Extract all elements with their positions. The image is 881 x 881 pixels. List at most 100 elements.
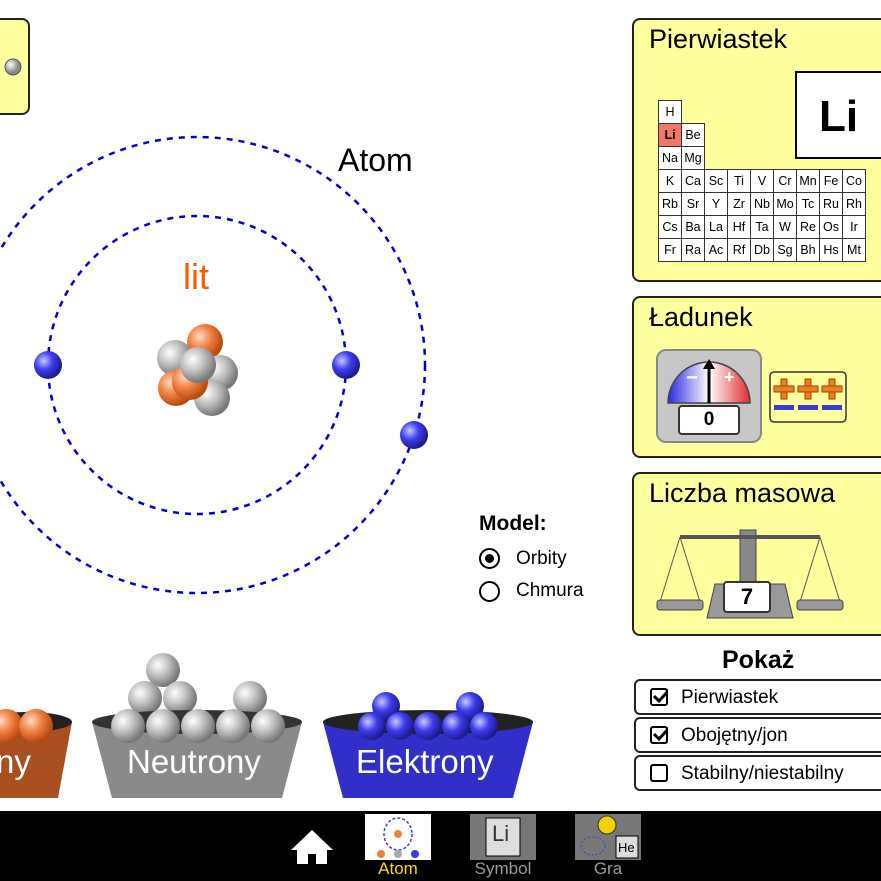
element-cell-sc[interactable]: Sc xyxy=(704,169,728,193)
charge-gauge-icon xyxy=(667,359,751,404)
element-cell-re[interactable]: Re xyxy=(796,215,820,239)
proton-bucket[interactable] xyxy=(0,709,72,798)
element-cell-fe[interactable]: Fe xyxy=(819,169,843,193)
element-cell-mg[interactable]: Mg xyxy=(681,146,705,170)
show-element-checkbox[interactable]: Pierwiastek xyxy=(634,679,881,715)
empty-cell xyxy=(774,147,797,170)
show-stability-checkbox[interactable]: Stabilny/niestabilny xyxy=(634,755,881,791)
charge-value: 0 xyxy=(678,405,740,435)
element-cell-la[interactable]: La xyxy=(704,215,728,239)
charge-meter: − + 0 xyxy=(656,349,762,443)
element-cell-os[interactable]: Os xyxy=(819,215,843,239)
neutron[interactable] xyxy=(180,347,216,383)
checkbox-label[interactable]: Pierwiastek xyxy=(681,687,779,708)
electron[interactable] xyxy=(332,351,360,379)
electron[interactable] xyxy=(34,351,62,379)
element-cell-be[interactable]: Be xyxy=(681,123,705,147)
element-cell-ta[interactable]: Ta xyxy=(750,215,774,239)
element-cell-y[interactable]: Y xyxy=(704,192,728,216)
element-cell-zr[interactable]: Zr xyxy=(727,192,751,216)
element-cell-mt[interactable]: Mt xyxy=(842,238,866,262)
checkbox[interactable] xyxy=(650,726,668,744)
element-cell-co[interactable]: Co xyxy=(842,169,866,193)
checkbox-label[interactable]: Stabilny/niestabilny xyxy=(681,763,844,784)
tab-symbol[interactable]: Li Symbol xyxy=(470,811,536,881)
home-icon[interactable] xyxy=(289,828,335,866)
charge-panel-title: Ładunek xyxy=(649,302,753,332)
show-charge-checkbox[interactable]: Obojętny/jon xyxy=(634,717,881,753)
element-cell-k[interactable]: K xyxy=(658,169,682,193)
element-cell-mn[interactable]: Mn xyxy=(796,169,820,193)
element-cell-sr[interactable]: Sr xyxy=(681,192,705,216)
symbol-tab-icon-text: Li xyxy=(492,821,510,846)
proton-bucket-label: ny xyxy=(0,743,31,780)
tab-symbol-label[interactable]: Symbol xyxy=(474,859,532,878)
empty-cell xyxy=(705,124,728,147)
element-cell-w[interactable]: W xyxy=(773,215,797,239)
radio-orbits-label[interactable]: Orbity xyxy=(516,548,567,569)
show-panel-title: Pokaż xyxy=(722,646,795,674)
element-cell-bh[interactable]: Bh xyxy=(796,238,820,262)
radio-orbits[interactable] xyxy=(479,548,500,569)
nucleus[interactable] xyxy=(157,324,238,416)
buckets[interactable] xyxy=(0,650,560,810)
tab-atom[interactable]: Atom xyxy=(365,811,431,881)
tab-game[interactable]: He Gra xyxy=(575,811,641,881)
element-cell-db[interactable]: Db xyxy=(750,238,774,262)
element-cell-li[interactable]: Li xyxy=(658,123,682,147)
element-cell-rf[interactable]: Rf xyxy=(727,238,751,262)
electron-bucket-label: Elektrony xyxy=(356,743,494,780)
element-cell-ra[interactable]: Ra xyxy=(681,238,705,262)
element-cell-mo[interactable]: Mo xyxy=(773,192,797,216)
element-cell-fr[interactable]: Fr xyxy=(658,238,682,262)
element-cell-nb[interactable]: Nb xyxy=(750,192,774,216)
element-cell-cs[interactable]: Cs xyxy=(658,215,682,239)
element-cell-rb[interactable]: Rb xyxy=(658,192,682,216)
element-cell-ca[interactable]: Ca xyxy=(681,169,705,193)
element-cell-na[interactable]: Na xyxy=(658,146,682,170)
element-cell-cr[interactable]: Cr xyxy=(773,169,797,193)
neutron-bucket[interactable] xyxy=(92,653,302,798)
element-cell-ba[interactable]: Ba xyxy=(681,215,705,239)
element-cell-sg[interactable]: Sg xyxy=(773,238,797,262)
element-cell-ti[interactable]: Ti xyxy=(727,169,751,193)
element-cell-ir[interactable]: Ir xyxy=(842,215,866,239)
element-cell-ru[interactable]: Ru xyxy=(819,192,843,216)
neutron-icon xyxy=(4,58,22,76)
game-tab-icon-text: He xyxy=(618,840,635,855)
atom-view[interactable] xyxy=(0,120,460,600)
element-cell-v[interactable]: V xyxy=(750,169,774,193)
mass-panel-title: Liczba masowa xyxy=(649,478,836,508)
charge-particles-icon xyxy=(769,371,847,423)
empty-cell xyxy=(728,101,751,124)
checkbox-label[interactable]: Obojętny/jon xyxy=(681,725,788,746)
outer-orbit xyxy=(0,135,427,595)
radio-cloud[interactable] xyxy=(479,581,500,602)
tab-atom-label[interactable]: Atom xyxy=(378,859,418,878)
element-cell-tc[interactable]: Tc xyxy=(796,192,820,216)
symbol-tab-icon xyxy=(470,814,536,860)
charge-plus: + xyxy=(724,367,735,387)
electron[interactable] xyxy=(400,421,428,449)
element-cell-h[interactable]: H xyxy=(658,100,682,124)
charge-minus: − xyxy=(686,367,698,389)
checkbox[interactable] xyxy=(650,688,668,706)
element-cell-ac[interactable]: Ac xyxy=(704,238,728,262)
empty-cell xyxy=(705,147,728,170)
check-icon xyxy=(652,726,668,742)
navigation-bar: Atom Li Symbol He Gra xyxy=(0,811,881,881)
check-icon xyxy=(652,688,668,704)
radio-cloud-label[interactable]: Chmura xyxy=(516,580,584,601)
electron-bucket[interactable] xyxy=(323,692,533,798)
element-cell-hs[interactable]: Hs xyxy=(819,238,843,262)
element-cell-hf[interactable]: Hf xyxy=(727,215,751,239)
empty-cell xyxy=(751,101,774,124)
element-cell-rh[interactable]: Rh xyxy=(842,192,866,216)
checkbox[interactable] xyxy=(650,764,668,782)
tab-game-label[interactable]: Gra xyxy=(593,859,623,878)
